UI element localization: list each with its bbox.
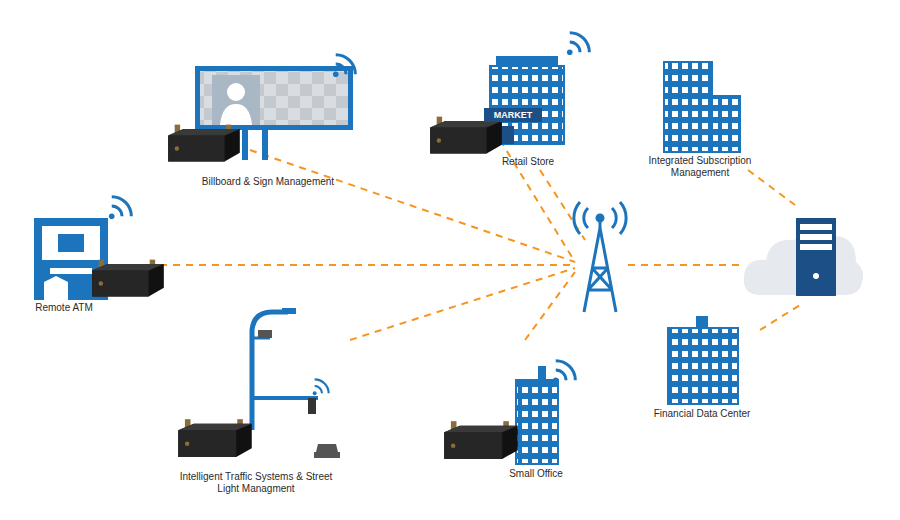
node-label-text: Intelligent Traffic Systems & Street Lig… xyxy=(176,471,336,495)
data-center-building-icon xyxy=(668,316,738,404)
node-label-text: Financial Data Center xyxy=(632,408,772,420)
node-label: Remote ATM xyxy=(14,302,114,314)
node-label-text: Remote ATM xyxy=(14,302,114,314)
node-label: Billboard & Sign Management xyxy=(168,176,368,188)
node-label-text: Integrated Subscription Management xyxy=(640,155,760,179)
node-label-text: Small Office xyxy=(486,468,586,480)
store-sign: MARKET xyxy=(484,108,542,122)
node-label: Financial Data Center xyxy=(632,408,772,420)
node-label: Small Office xyxy=(486,468,586,480)
retail-building-icon xyxy=(430,33,589,154)
sign-text: MARKET xyxy=(484,109,542,121)
small-office-icon xyxy=(444,361,575,464)
street-light-icon xyxy=(178,308,340,458)
cell-tower-icon xyxy=(574,202,626,312)
server-cloud-icon xyxy=(744,218,863,296)
node-label-text: Billboard & Sign Management xyxy=(168,176,368,188)
node-label: Intelligent Traffic Systems & Street Lig… xyxy=(176,471,336,495)
node-label-text: Retail Store xyxy=(476,156,580,168)
atm-icon xyxy=(34,197,164,300)
node-label: Integrated Subscription Management xyxy=(640,155,760,179)
retail-store-node: Retail Store MARKET xyxy=(476,52,580,168)
office-building-icon xyxy=(664,62,740,152)
dashed-link xyxy=(160,140,800,340)
billboard-icon xyxy=(168,55,355,162)
